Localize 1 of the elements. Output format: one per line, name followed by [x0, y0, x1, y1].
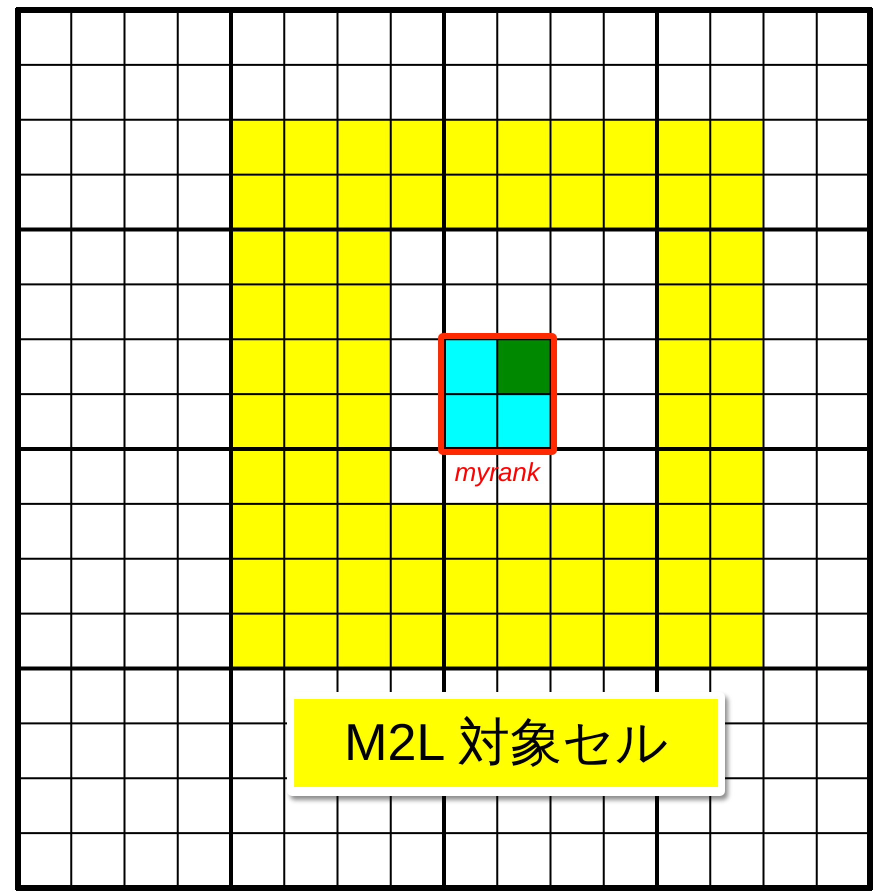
legend-text: M2L 対象セル: [344, 713, 668, 774]
